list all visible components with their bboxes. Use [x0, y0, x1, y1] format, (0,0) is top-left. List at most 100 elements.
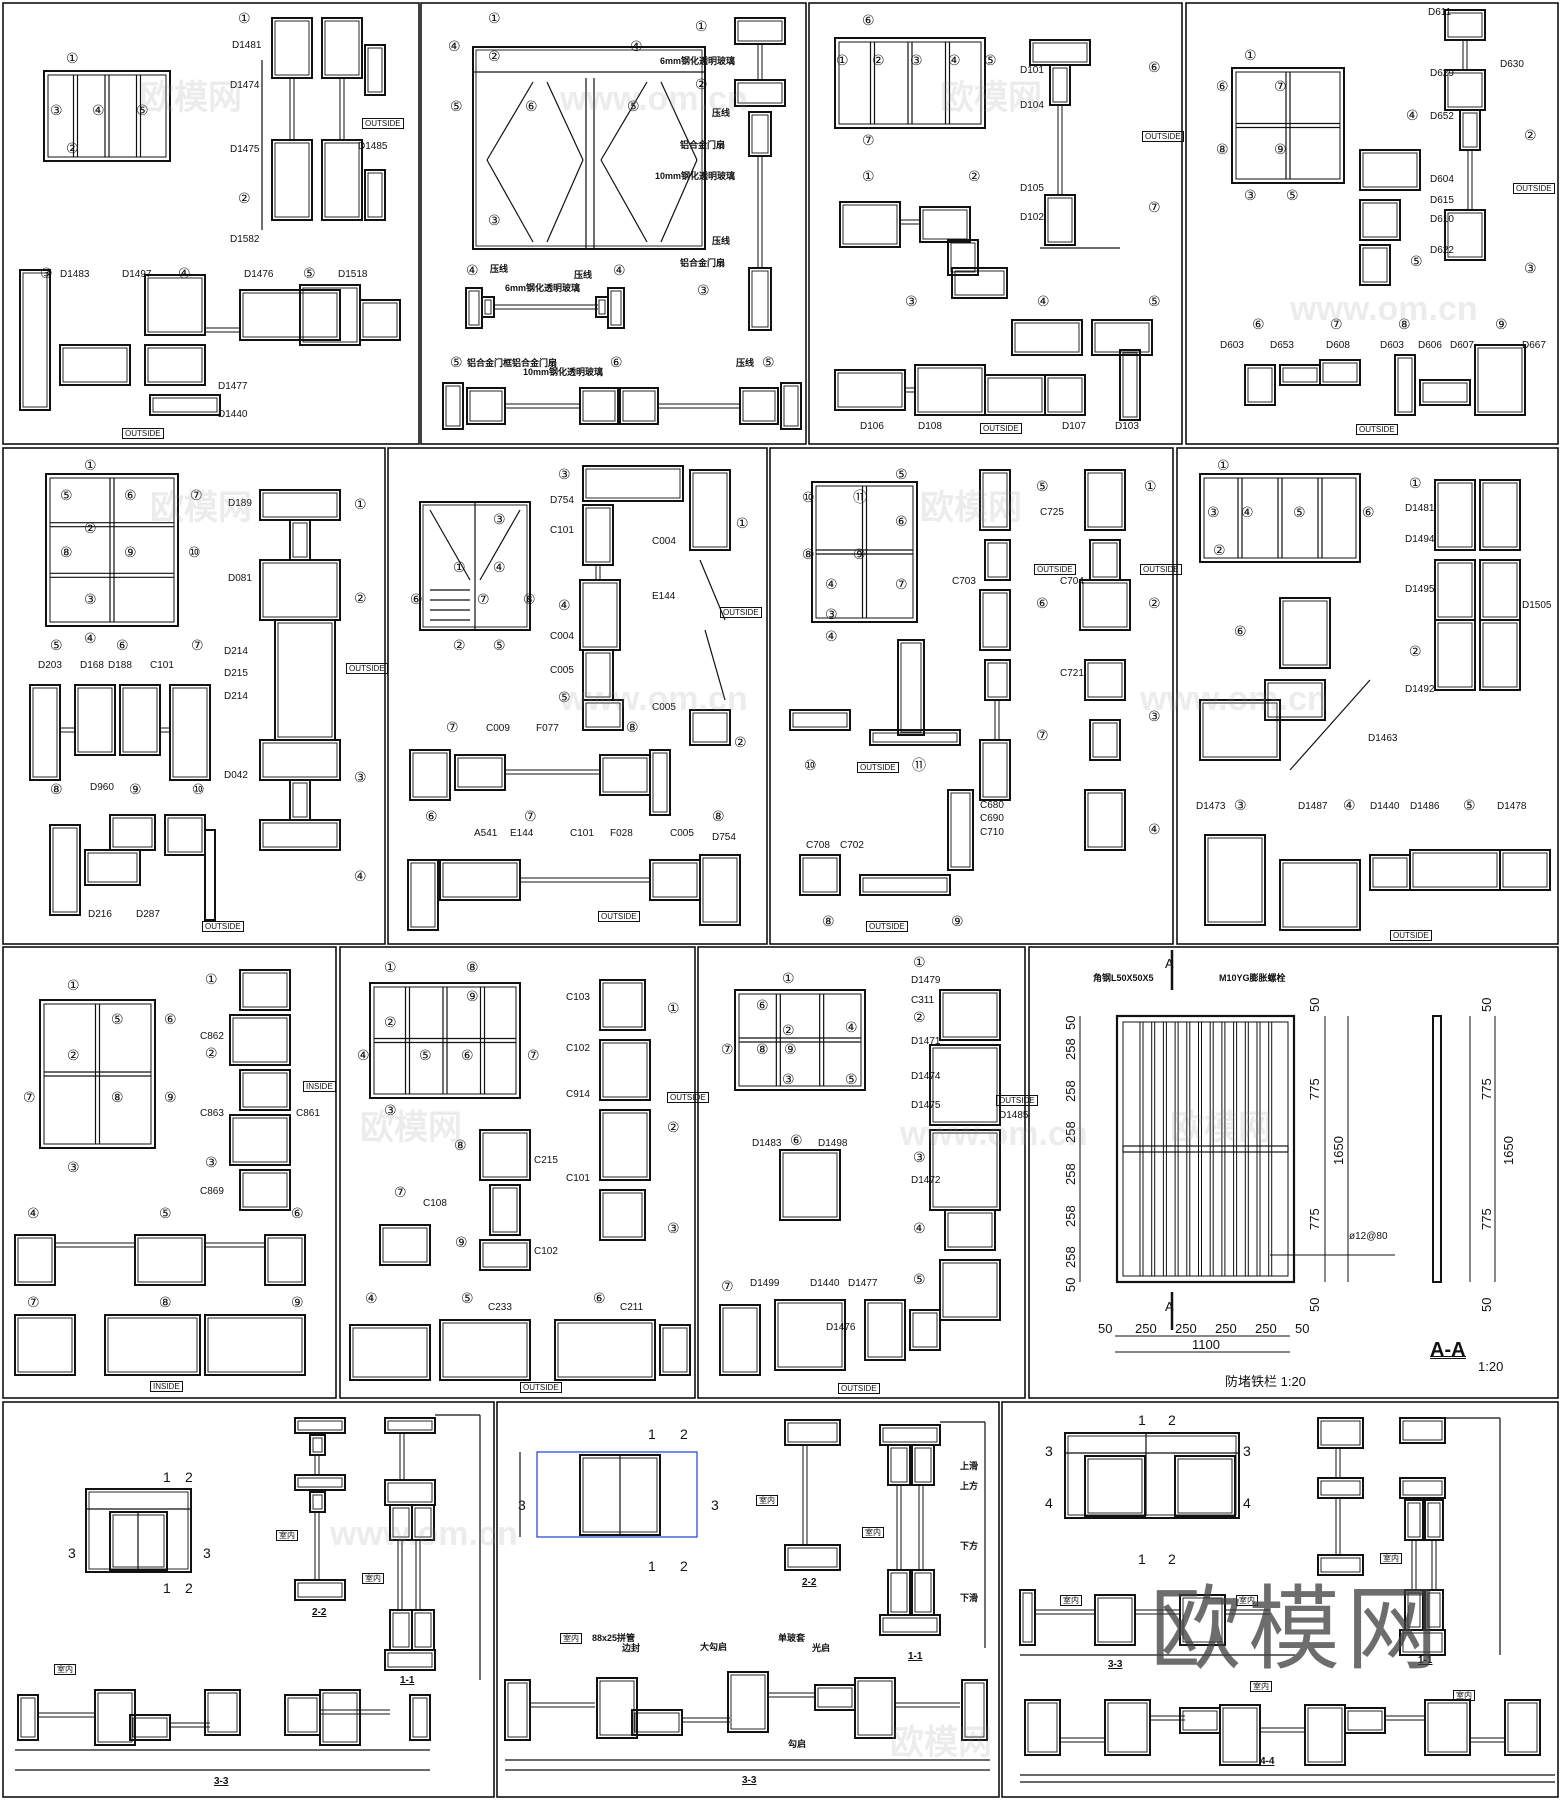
profile-chamber [32, 687, 58, 778]
callout-number: ⑦ [446, 720, 459, 736]
callout-number: ⑥ [1252, 317, 1265, 333]
callout-number: ⑤ [450, 355, 463, 371]
dimension-label: 1100 [1192, 1337, 1220, 1352]
profile-chamber [987, 542, 1008, 578]
profile-section [489, 1184, 521, 1236]
profile-section [1444, 9, 1486, 41]
callout-number: ② [238, 191, 251, 207]
profile-label: D667 [1522, 340, 1546, 351]
profile-section [854, 1677, 896, 1739]
callout-number: ⑤ [1293, 505, 1306, 521]
profile-section [1319, 359, 1361, 386]
callout-number: ① [354, 497, 367, 513]
profile-label: C101 [566, 1173, 590, 1184]
profile-section [409, 1694, 431, 1741]
callout-number: ⑥ [756, 998, 769, 1014]
callout-number: ② [488, 49, 501, 65]
profile-section [984, 659, 1011, 701]
profile-section [1359, 149, 1421, 191]
profile-chamber [287, 1697, 318, 1733]
profile-label: D610 [1430, 214, 1454, 225]
profile-chamber [277, 622, 333, 738]
callout-number: ⑧ [802, 547, 815, 563]
window-frame-inner [47, 74, 167, 158]
callout-number: ⑥ [291, 1206, 304, 1222]
profile-chamber [392, 1507, 410, 1538]
dimension-label: 258 [1063, 1038, 1078, 1060]
profile-label: C710 [980, 827, 1004, 838]
profile-section [784, 1544, 841, 1571]
callout-number: ⑥ [610, 355, 623, 371]
callout-number: ⑧ [60, 545, 73, 561]
profile-chamber [634, 1712, 680, 1733]
profile-label: D606 [1418, 340, 1442, 351]
profile-label: D1486 [1410, 801, 1440, 812]
callout-number: ⑧ [1398, 317, 1411, 333]
profile-label: D754 [550, 495, 574, 506]
orientation-tag: OUTSIDE [720, 607, 762, 618]
profile-label: D603 [1380, 340, 1404, 351]
callout-number: ⑨ [466, 989, 479, 1005]
profile-chamber [1182, 1710, 1218, 1731]
profile-chamber [482, 1242, 528, 1268]
profile-chamber [987, 377, 1043, 413]
callout-number: ⑨ [129, 782, 142, 798]
profile-chamber [1482, 622, 1518, 688]
profile-section [1424, 1499, 1444, 1541]
callout-number: ⑥ [124, 488, 137, 504]
profile-section [984, 374, 1046, 416]
profile-section [939, 989, 1001, 1041]
profile-chamber [817, 1687, 853, 1708]
profile-chamber [468, 290, 480, 326]
annotation-label: 10mm钢化透明玻璃 [655, 171, 736, 181]
callout-number: ③ [205, 1155, 218, 1171]
profile-label: D1475 [230, 144, 260, 155]
profile-chamber [1122, 352, 1138, 418]
profile-section [59, 344, 131, 386]
profile-chamber [582, 582, 618, 648]
callout-number: ⑥ [525, 99, 538, 115]
profile-section [504, 1679, 531, 1741]
annotation-label: 下方 [960, 1541, 979, 1551]
profile-label: C101 [550, 525, 574, 536]
profile-section [748, 111, 772, 157]
callout-number: ⑥ [1234, 624, 1247, 640]
orientation-tag: 室内 [1453, 1690, 1475, 1701]
profile-section [919, 206, 971, 243]
profile-label: D1582 [230, 234, 260, 245]
profile-section [596, 1677, 638, 1739]
dimension-label: 50 [1063, 1015, 1078, 1030]
callout-number: ⑥ [895, 514, 908, 530]
orientation-tag: OUTSIDE [980, 423, 1022, 434]
callout-number: ⑤ [136, 103, 149, 119]
profile-chamber [950, 242, 976, 273]
profile-chamber [942, 1262, 998, 1318]
callout-number: ⑧ [523, 592, 536, 608]
profile-section [649, 859, 701, 901]
annotation-label: 单玻套 [778, 1633, 806, 1643]
profile-chamber [599, 1680, 635, 1736]
profile-label: D081 [228, 573, 252, 584]
profile-section [1064, 1432, 1240, 1519]
profile-chamber [20, 1697, 36, 1738]
profile-section [1434, 619, 1476, 691]
profile-chamber [912, 1312, 938, 1348]
profile-section [229, 1014, 291, 1066]
profile-chamber [1362, 247, 1388, 283]
window-frame [1231, 67, 1345, 184]
annotation-label: 角钢L50X50X5 [1093, 973, 1154, 983]
section-outline [536, 1451, 698, 1538]
profile-chamber [469, 390, 503, 422]
callout-number: ③ [825, 607, 838, 623]
profile-chamber [1447, 72, 1483, 108]
callout-number: ③ [1207, 505, 1220, 521]
profile-section [294, 1474, 346, 1491]
callout-number: ① [205, 972, 218, 988]
profile-chamber [1362, 202, 1398, 238]
dimension-label: 50 [1098, 1321, 1113, 1336]
window-frame [811, 481, 918, 623]
profile-label: D1494 [1405, 534, 1435, 545]
profile-section [1179, 1594, 1226, 1646]
profile-section [748, 267, 772, 331]
callout-number: ⑤ [1286, 188, 1299, 204]
